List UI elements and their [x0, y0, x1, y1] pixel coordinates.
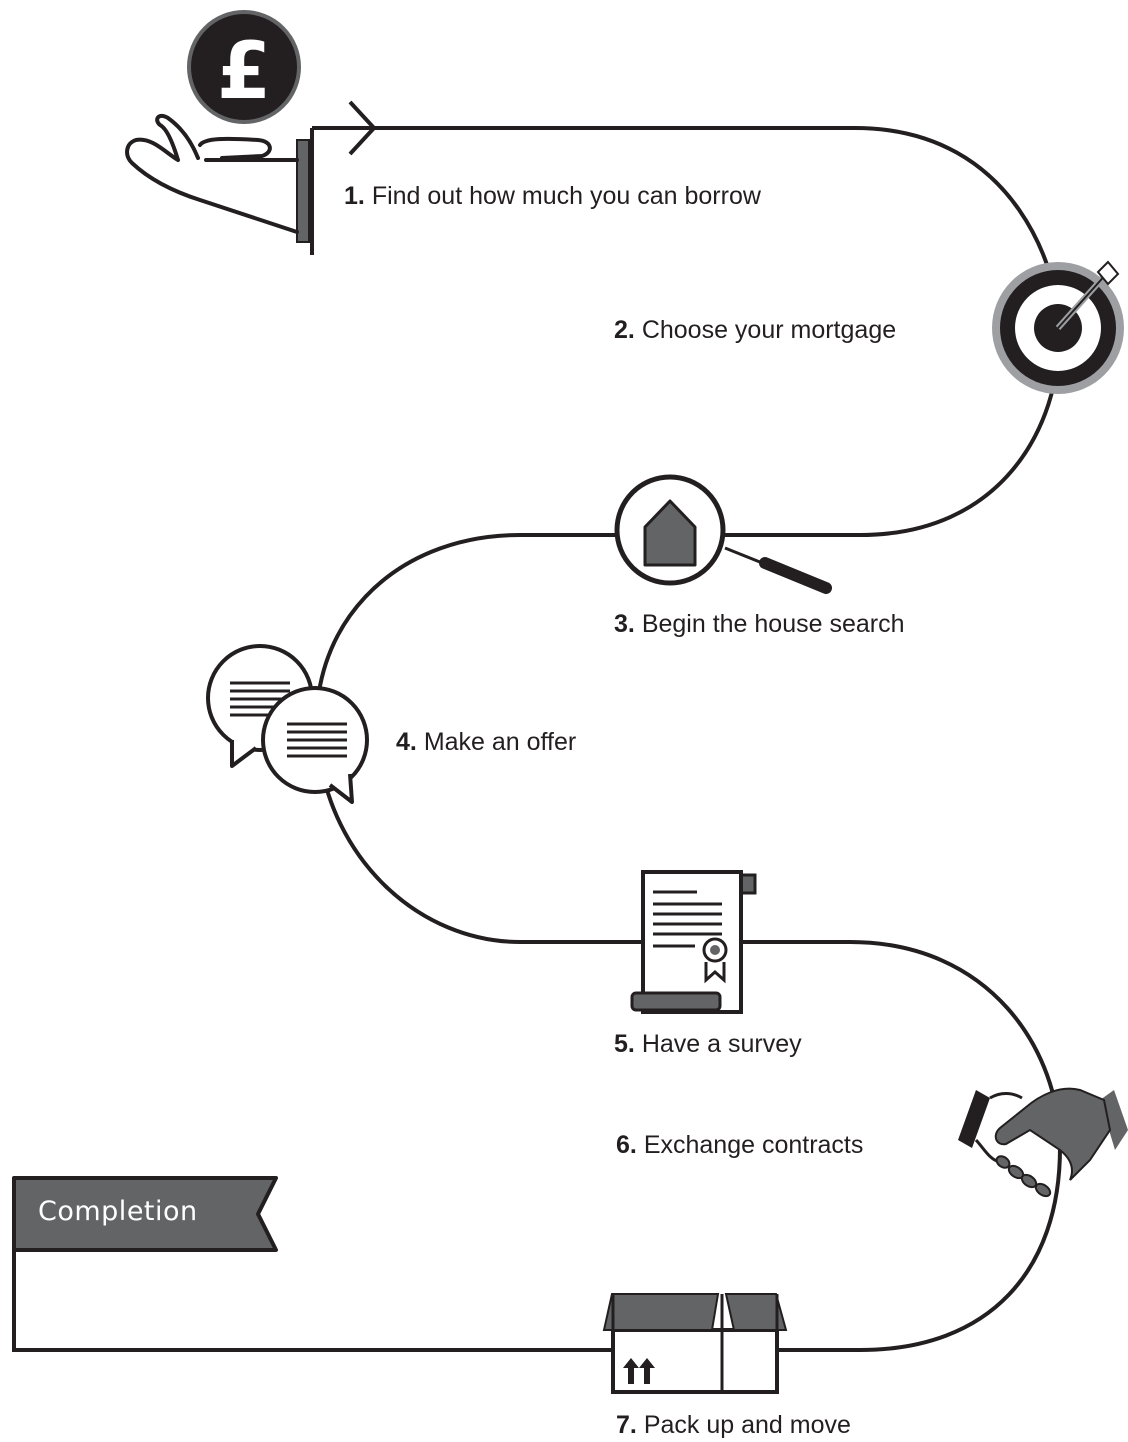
- step-5: 5. Have a survey: [614, 1029, 802, 1059]
- step-3: 3. Begin the house search: [614, 609, 905, 639]
- completion-label: Completion: [38, 1196, 198, 1227]
- handshake-icon: [958, 1087, 1128, 1198]
- step-number: 2.: [614, 316, 635, 344]
- step-number: 4.: [396, 728, 417, 756]
- step-label: Choose your mortgage: [641, 316, 897, 344]
- start-arrow-icon: [348, 100, 376, 156]
- step-4: 4. Make an offer: [396, 727, 576, 757]
- step-label: Make an offer: [423, 728, 577, 756]
- step-number: 1.: [344, 182, 365, 210]
- moving-box-icon: [602, 1293, 788, 1394]
- speech-bubbles-icon: [206, 644, 369, 804]
- step-1: 1. Find out how much you can borrow: [344, 181, 761, 211]
- step-label: Pack up and move: [643, 1411, 851, 1439]
- step-2: 2. Choose your mortgage: [614, 315, 896, 345]
- house-search-icon: [614, 474, 832, 594]
- flag-icon: [12, 1176, 278, 1252]
- step-label: Find out how much you can borrow: [371, 182, 761, 210]
- step-label: Exchange contracts: [643, 1131, 864, 1159]
- step-label: Begin the house search: [641, 610, 905, 638]
- certificate-scroll-icon: [630, 870, 757, 1014]
- step-number: 5.: [614, 1030, 635, 1058]
- step-label: Have a survey: [641, 1030, 802, 1058]
- step-6: 6. Exchange contracts: [616, 1130, 863, 1160]
- step-number: 6.: [616, 1131, 637, 1159]
- step-number: 7.: [616, 1411, 637, 1439]
- step-number: 3.: [614, 610, 635, 638]
- pound-coin-hand-icon: £: [125, 10, 314, 255]
- target-icon: [992, 260, 1124, 394]
- pound-symbol: £: [217, 27, 271, 117]
- step-7: 7. Pack up and move: [616, 1410, 851, 1440]
